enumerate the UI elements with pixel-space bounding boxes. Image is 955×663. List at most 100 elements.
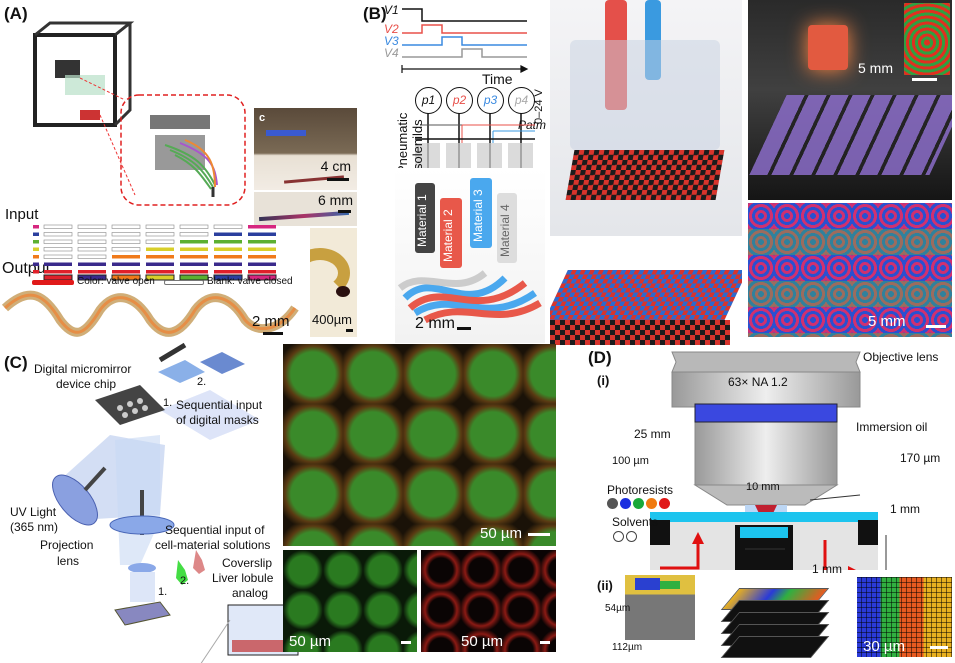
valve-channel	[248, 232, 276, 236]
valve-channel	[146, 247, 174, 251]
scale-bar-2mm-b	[457, 327, 471, 330]
solutions-label-1: Sequential input of	[165, 523, 265, 537]
two-photon-setup-schematic	[650, 351, 887, 570]
scale-bar-30um	[930, 646, 948, 649]
photo-checkerboard-block	[550, 240, 742, 348]
photo-filament-cross-section: 400µm	[310, 228, 357, 337]
pressure-p2: p2	[446, 87, 473, 114]
valve-channel	[33, 225, 39, 229]
checkerboard-print	[565, 150, 725, 200]
valve-channel	[111, 247, 141, 252]
valve-channel	[77, 224, 107, 229]
output-filament	[145, 274, 175, 281]
time-label: Time	[482, 71, 513, 87]
panel-c-label: (C)	[4, 353, 28, 372]
dim-100um: 100 µm	[612, 455, 649, 467]
fluorescence-microstructure-image: 30 µm	[857, 577, 952, 657]
panel-a-label: (A)	[4, 4, 28, 23]
print-layer	[720, 636, 830, 658]
scale-label-400um: 400µm	[312, 312, 353, 327]
scale-bar-2mm-a	[263, 332, 283, 335]
legend-open-swatch	[32, 280, 74, 285]
solvent-dots	[613, 531, 637, 542]
photo-nozzle-closeup: 6 mm	[254, 192, 357, 226]
scale-bar-4cm	[327, 178, 349, 181]
printhead-body	[570, 40, 720, 150]
photoresist-dot	[607, 498, 618, 509]
valve-channel	[214, 232, 242, 236]
scale-label-30um: 30 µm	[863, 638, 905, 655]
printer-illustration	[33, 21, 246, 206]
dim-112um: 112µm	[612, 642, 643, 653]
valve-state-grid	[33, 224, 277, 281]
solutions-label-2: cell-material solutions	[155, 538, 271, 552]
printhead-manifold	[150, 115, 218, 197]
output-filament	[247, 274, 277, 281]
filament-end	[336, 286, 350, 297]
valve-channel	[180, 247, 208, 251]
uv-label-2: (365 nm)	[10, 520, 59, 534]
valve-channel	[214, 255, 242, 259]
solenoid-label-2: solenilds	[410, 119, 425, 170]
dim-1mm-vertical: 1 mm	[890, 502, 920, 516]
scale-label-4cm: 4 cm	[320, 158, 351, 174]
input-label: Input	[5, 206, 39, 223]
printed-microstructure-3d	[625, 575, 695, 640]
scale-bar-400um	[346, 329, 353, 332]
material-4-syringe	[497, 193, 517, 263]
scale-bar-6mm	[338, 210, 351, 213]
scale-bar-5mm-inset	[912, 78, 937, 81]
legend-open-label: Color: valve open	[77, 276, 155, 287]
scale-label-2mm-a: 2 mm	[252, 313, 290, 330]
dim-10mm: 10 mm	[746, 481, 780, 493]
solvents-label: Solvents	[612, 515, 659, 529]
dmd-label-1: Digital micromirror	[34, 362, 132, 376]
valve-channel	[111, 232, 141, 237]
pressure-p1: p1	[415, 87, 442, 114]
lobule-label-1: Liver lobule	[212, 571, 274, 585]
valve-channel	[145, 239, 175, 244]
scale-label-green: 50 µm	[289, 633, 331, 650]
material-2-syringe	[440, 198, 462, 268]
uv-label-1: UV Light	[10, 505, 57, 519]
micrograph-merged: 50 µm	[283, 344, 556, 546]
legend-closed-label: Blank: valve closed	[207, 276, 293, 287]
dim-25mm: 25 mm	[634, 427, 671, 441]
sub-panel-ii-label: (ii)	[597, 578, 613, 593]
solution-step-1: 1.	[158, 586, 168, 598]
valve-array	[266, 130, 306, 136]
legend-closed-swatch	[164, 280, 204, 285]
block-green	[660, 581, 680, 589]
valve-channel	[77, 254, 107, 259]
valve-channel	[214, 270, 242, 274]
layer-stack-exploded	[720, 580, 830, 658]
material-3-label: Material 3	[471, 189, 485, 242]
valve-channel	[111, 224, 141, 229]
valve-channel	[248, 240, 276, 244]
valve-channel	[179, 232, 209, 237]
valve-channel	[180, 270, 208, 274]
photoresist-dot	[633, 498, 644, 509]
scale-bar-5mm	[926, 325, 946, 328]
photo-printhead-bench: c 4 cm	[254, 108, 357, 190]
valve-channel	[33, 232, 39, 236]
pressure-p3: p3	[477, 87, 504, 114]
valve-channel	[43, 254, 73, 259]
valve-channel	[214, 247, 242, 251]
signal-v4: V4	[384, 46, 399, 60]
valve-channel	[78, 270, 106, 274]
solenoid-label-1: Pneumatic	[395, 112, 410, 174]
photoresists-label: Photoresists	[607, 483, 674, 497]
solenoid-wiring	[415, 113, 535, 198]
valve-channel	[43, 232, 73, 237]
valve-channel	[43, 224, 73, 229]
valve-channel	[77, 232, 107, 237]
valve-channel	[43, 239, 73, 244]
valve-channel	[214, 240, 242, 244]
mask-step-1: 1.	[163, 397, 173, 409]
masks-label-1: Sequential input	[176, 398, 263, 412]
valve-channel	[213, 224, 243, 229]
valve-channel	[111, 239, 141, 244]
solvent-dot	[613, 531, 624, 542]
valve-channel	[248, 225, 276, 229]
